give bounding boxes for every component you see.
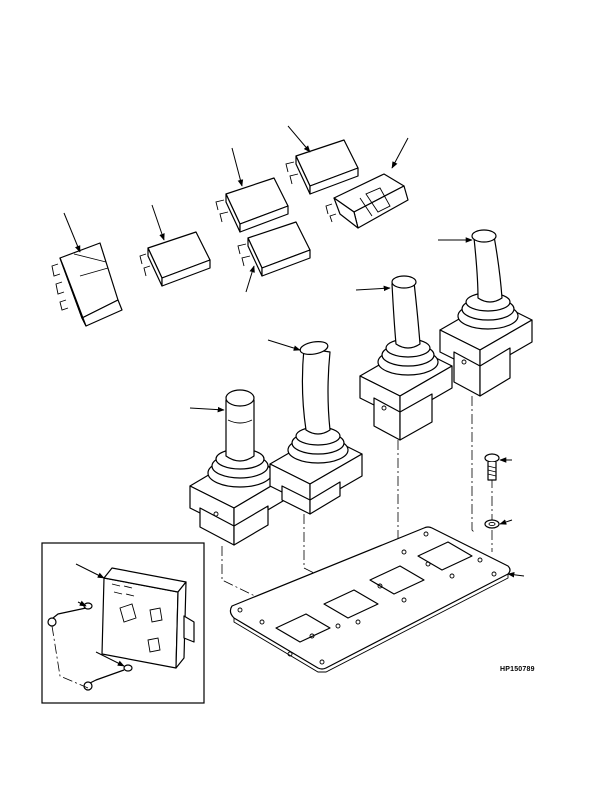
plate-cutouts bbox=[275, 541, 473, 643]
screw bbox=[484, 453, 512, 481]
switch-module-5 bbox=[285, 125, 359, 195]
joystick-2 bbox=[267, 339, 363, 515]
inset-hardware bbox=[47, 602, 133, 691]
mounting-plate bbox=[229, 526, 525, 673]
lock-washer bbox=[484, 519, 513, 529]
rocker-switch-large bbox=[51, 212, 123, 327]
switch-module-2 bbox=[139, 204, 211, 287]
detail-inset bbox=[41, 542, 205, 704]
figure-id-label: HP150789 bbox=[500, 666, 535, 673]
joystick-1 bbox=[189, 389, 289, 546]
plate-holes bbox=[237, 531, 497, 665]
key-switch bbox=[325, 137, 409, 229]
switch-module-4 bbox=[237, 221, 311, 293]
joystick-3 bbox=[355, 275, 453, 441]
joystick-4 bbox=[438, 229, 533, 397]
inset-module bbox=[101, 567, 195, 669]
switch-module-3 bbox=[215, 147, 289, 233]
